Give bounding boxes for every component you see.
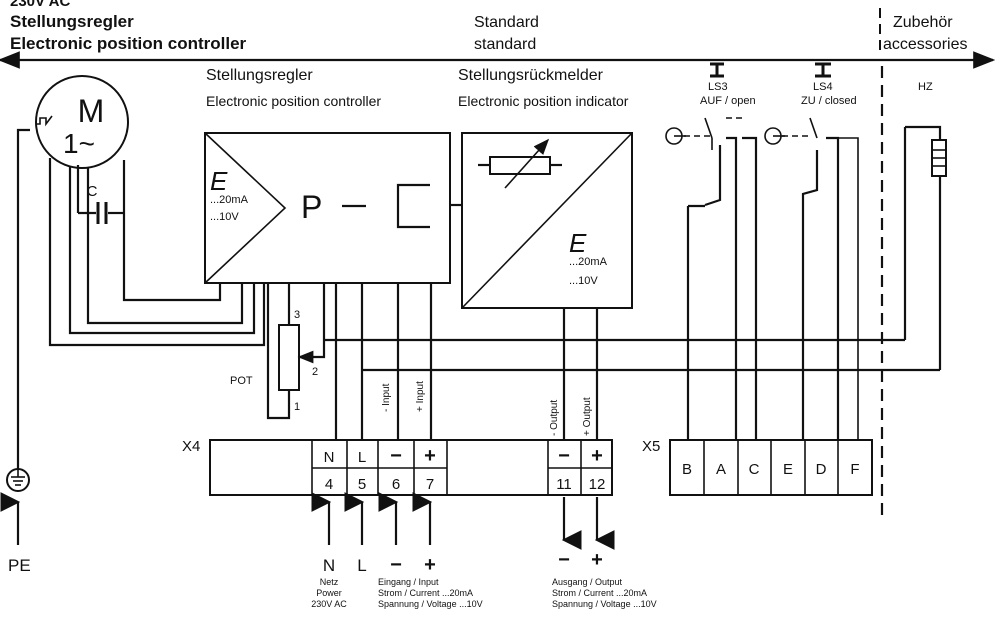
- x4-terminal-top-5: L: [358, 449, 366, 466]
- standard-label-en: standard: [474, 36, 536, 53]
- x5-terminal-f: F: [850, 461, 859, 478]
- heater-label: HZ: [918, 81, 933, 93]
- pot-pin2: 2: [312, 366, 318, 378]
- indicator-title-en: Electronic position indicator: [458, 93, 629, 109]
- input-caption-2: Strom / Current ...20mA: [378, 588, 473, 598]
- header: 230V AC Stellungsregler Electronic posit…: [0, 0, 996, 69]
- input-caption-3: Spannung / Voltage ...10V: [378, 599, 483, 609]
- x5-terminal-block: B A C E D F: [669, 439, 873, 496]
- x4-terminal-top-6: −: [390, 445, 402, 467]
- x4-terminal-num-12: 12: [589, 476, 606, 493]
- x4-terminal-top-12: +: [591, 445, 603, 467]
- position-indicator-block: E ...20mA ...10V: [461, 132, 633, 309]
- header-title-en: Electronic position controller: [10, 34, 247, 53]
- x4-terminal-num-11: 11: [556, 476, 572, 493]
- motor-wire-2: [86, 168, 244, 325]
- indicator-range-voltage: ...10V: [569, 275, 598, 287]
- wire-label-minus-input: - Input: [381, 383, 392, 412]
- x4-terminal-num-4: 4: [325, 476, 333, 493]
- bottom-output-minus: −: [558, 549, 570, 571]
- pot-pin1: 1: [294, 401, 300, 413]
- ls3-name: LS3: [708, 81, 728, 93]
- indicator-range-current: ...20mA: [569, 256, 608, 268]
- input-caption: Eingang / Input Strom / Current ...20mA …: [378, 577, 483, 609]
- ls4-label: ZU / closed: [801, 95, 857, 107]
- bottom-arrows: [311, 492, 615, 550]
- output-caption: Ausgang / Output Strom / Current ...20mA…: [552, 577, 657, 609]
- accessories-label-de: Zubehör: [893, 14, 953, 31]
- power-caption-1: Netz: [320, 577, 339, 587]
- x5-label: X5: [642, 438, 660, 455]
- bottom-input-minus: −: [390, 554, 402, 576]
- capacitor-label: C: [87, 183, 98, 200]
- motor: M 1~ C: [35, 75, 129, 224]
- wire-label-plus-output: + Output: [582, 397, 593, 436]
- controller-range-current: ...20mA: [210, 194, 249, 206]
- x4-terminal-top-4: N: [324, 449, 335, 466]
- limit-switches: LS3 AUF / open LS4 ZU / closed: [665, 62, 859, 440]
- bottom-input-plus: +: [424, 554, 436, 576]
- motor-phase: 1~: [63, 128, 95, 159]
- x5-terminal-a: A: [716, 461, 726, 478]
- x4-terminal-top-7: +: [424, 445, 436, 467]
- bottom-n-label: N: [323, 556, 335, 575]
- bottom-output-plus: +: [591, 549, 603, 571]
- power-caption-2: Power: [316, 588, 342, 598]
- pot-pin3: 3: [294, 309, 300, 321]
- x4-terminal-top-11: −: [558, 445, 570, 467]
- x5-terminal-e: E: [783, 461, 793, 478]
- controller-title-de: Stellungsregler: [206, 67, 313, 84]
- ls4-name: LS4: [813, 81, 833, 93]
- supply-label: 230V AC: [10, 0, 70, 10]
- motor-wire-3: [122, 213, 222, 302]
- x4-terminal-num-6: 6: [392, 476, 400, 493]
- input-caption-1: Eingang / Input: [378, 577, 439, 587]
- x5-terminal-d: D: [816, 461, 827, 478]
- controller-output-bracket: [396, 183, 430, 229]
- indicator-terminal-wires: - Output + Output: [549, 308, 599, 440]
- wire-label-plus-input: + Input: [415, 381, 426, 412]
- controller-terminal-wires: - Input + Input: [334, 283, 433, 440]
- position-controller-block: E ...20mA ...10V P: [204, 132, 462, 284]
- indicator-e-symbol: E: [569, 228, 587, 258]
- output-caption-1: Ausgang / Output: [552, 577, 623, 587]
- thermal-switch-icon: [36, 115, 53, 127]
- ground-symbol: [0, 468, 30, 545]
- standard-label-de: Standard: [474, 14, 539, 31]
- controller-range-voltage: ...10V: [210, 211, 239, 223]
- controller-p-symbol: P: [301, 189, 322, 225]
- indicator-title-de: Stellungsrückmelder: [458, 67, 604, 84]
- controller-e-symbol: E: [210, 166, 228, 196]
- motor-wire-4: [48, 158, 266, 347]
- x4-terminal-num-7: 7: [426, 476, 434, 493]
- output-caption-2: Strom / Current ...20mA: [552, 588, 647, 598]
- heater: HZ: [903, 81, 947, 370]
- power-caption: Netz Power 230V AC: [311, 577, 347, 609]
- x4-terminal-block: N 4 L 5 − 6 + 7 − 11 + 12: [209, 439, 613, 496]
- pe-wire: [16, 128, 30, 470]
- motor-wiring: [16, 128, 266, 470]
- motor-letter: M: [78, 93, 105, 129]
- potentiometer: POT 3 2 1: [230, 283, 326, 420]
- ls3-label: AUF / open: [700, 95, 756, 107]
- pe-label: PE: [8, 556, 31, 575]
- output-caption-3: Spannung / Voltage ...10V: [552, 599, 657, 609]
- x5-terminal-b: B: [682, 461, 692, 478]
- accessories-label-en: accessories: [883, 36, 967, 53]
- controller-title-en: Electronic position controller: [206, 93, 381, 109]
- header-title-de: Stellungsregler: [10, 12, 134, 31]
- x4-terminal-num-5: 5: [358, 476, 366, 493]
- wire-label-minus-output: - Output: [549, 400, 560, 436]
- pot-label: POT: [230, 375, 253, 387]
- motor-wire-1: [68, 166, 256, 335]
- bottom-l-label: L: [357, 556, 366, 575]
- x4-label: X4: [182, 438, 200, 455]
- x5-terminal-c: C: [749, 461, 760, 478]
- motor-circle: [35, 75, 129, 169]
- power-caption-3: 230V AC: [311, 599, 347, 609]
